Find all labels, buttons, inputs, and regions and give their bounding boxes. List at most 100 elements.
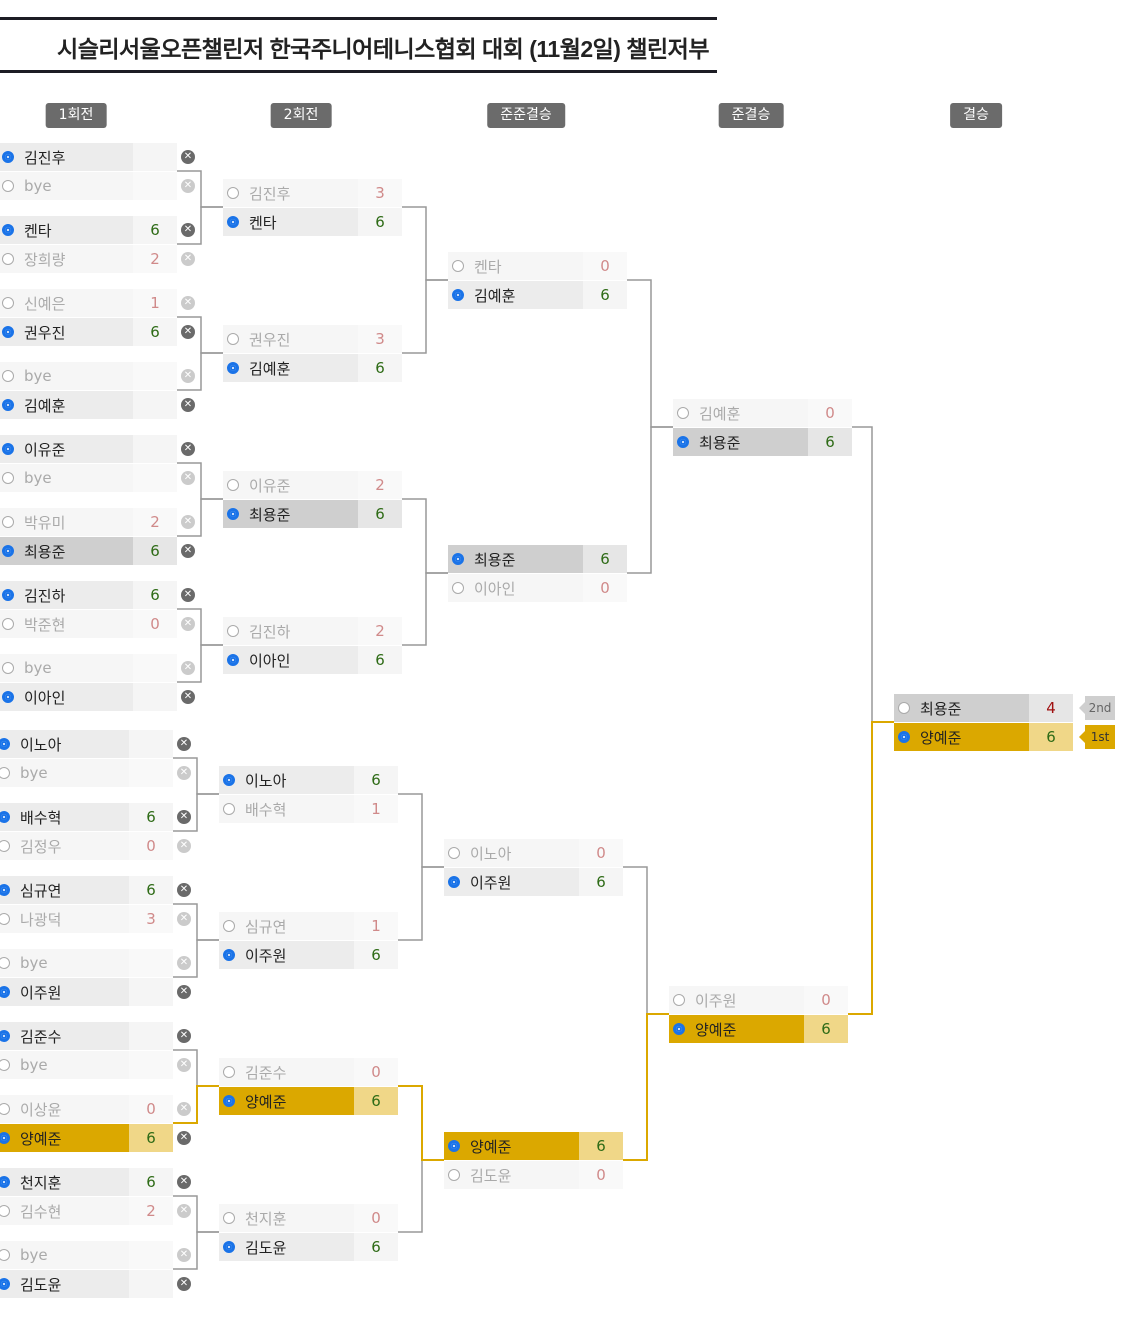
radio-checked-icon[interactable] (0, 884, 10, 896)
radio-checked-icon[interactable] (0, 811, 10, 823)
remove-icon[interactable]: ✕ (177, 1102, 191, 1116)
radio-unchecked-icon[interactable] (0, 1103, 10, 1115)
radio-checked-icon[interactable] (227, 654, 239, 666)
radio-unchecked-icon[interactable] (677, 407, 689, 419)
radio-unchecked-icon[interactable] (223, 1212, 235, 1224)
radio-checked-icon[interactable] (0, 1176, 10, 1188)
radio-unchecked-icon[interactable] (0, 1205, 10, 1217)
remove-icon[interactable]: ✕ (181, 150, 195, 164)
radio-checked-icon[interactable] (2, 589, 14, 601)
remove-icon[interactable]: ✕ (177, 766, 191, 780)
radio-checked-icon[interactable] (2, 691, 14, 703)
remove-icon[interactable]: ✕ (177, 1248, 191, 1262)
remove-icon[interactable]: ✕ (181, 544, 195, 558)
radio-checked-icon[interactable] (2, 443, 14, 455)
remove-icon[interactable]: ✕ (177, 883, 191, 897)
radio-checked-icon[interactable] (2, 224, 14, 236)
remove-icon[interactable]: ✕ (177, 985, 191, 999)
remove-icon[interactable]: ✕ (181, 179, 195, 193)
radio-unchecked-icon[interactable] (452, 582, 464, 594)
radio-unchecked-icon[interactable] (227, 333, 239, 345)
remove-icon[interactable]: ✕ (181, 252, 195, 266)
radio-unchecked-icon[interactable] (2, 297, 14, 309)
radio-unchecked-icon[interactable] (2, 516, 14, 528)
player-row[interactable]: bye (0, 654, 177, 682)
player-row[interactable]: 이노아 (0, 730, 173, 758)
remove-icon[interactable]: ✕ (181, 515, 195, 529)
radio-unchecked-icon[interactable] (448, 1169, 460, 1181)
player-row[interactable]: bye (0, 1051, 173, 1079)
radio-unchecked-icon[interactable] (2, 662, 14, 674)
radio-checked-icon[interactable] (2, 545, 14, 557)
radio-checked-icon[interactable] (448, 876, 460, 888)
radio-checked-icon[interactable] (223, 774, 235, 786)
remove-icon[interactable]: ✕ (181, 325, 195, 339)
radio-checked-icon[interactable] (223, 1241, 235, 1253)
remove-icon[interactable]: ✕ (181, 471, 195, 485)
remove-icon[interactable]: ✕ (181, 690, 195, 704)
player-row[interactable]: bye (0, 464, 177, 492)
radio-checked-icon[interactable] (2, 399, 14, 411)
radio-unchecked-icon[interactable] (223, 803, 235, 815)
radio-unchecked-icon[interactable] (0, 1059, 10, 1071)
remove-icon[interactable]: ✕ (177, 737, 191, 751)
radio-unchecked-icon[interactable] (452, 260, 464, 272)
radio-unchecked-icon[interactable] (0, 767, 10, 779)
radio-checked-icon[interactable] (0, 1278, 10, 1290)
radio-unchecked-icon[interactable] (2, 370, 14, 382)
remove-icon[interactable]: ✕ (177, 839, 191, 853)
radio-checked-icon[interactable] (0, 986, 10, 998)
player-row[interactable]: bye (0, 949, 173, 977)
radio-unchecked-icon[interactable] (673, 994, 685, 1006)
player-row[interactable]: 김도윤 (0, 1270, 173, 1298)
radio-checked-icon[interactable] (898, 731, 910, 743)
player-row[interactable]: 이주원 (0, 978, 173, 1006)
radio-checked-icon[interactable] (0, 1030, 10, 1042)
radio-unchecked-icon[interactable] (223, 1066, 235, 1078)
radio-checked-icon[interactable] (227, 362, 239, 374)
remove-icon[interactable]: ✕ (177, 1175, 191, 1189)
remove-icon[interactable]: ✕ (177, 1204, 191, 1218)
player-row[interactable]: bye (0, 362, 177, 390)
remove-icon[interactable]: ✕ (177, 1058, 191, 1072)
remove-icon[interactable]: ✕ (177, 1029, 191, 1043)
radio-checked-icon[interactable] (223, 1095, 235, 1107)
radio-unchecked-icon[interactable] (227, 625, 239, 637)
radio-checked-icon[interactable] (673, 1023, 685, 1035)
radio-checked-icon[interactable] (227, 508, 239, 520)
player-row[interactable]: bye (0, 172, 177, 200)
radio-unchecked-icon[interactable] (0, 957, 10, 969)
radio-checked-icon[interactable] (448, 1140, 460, 1152)
radio-checked-icon[interactable] (227, 216, 239, 228)
remove-icon[interactable]: ✕ (181, 398, 195, 412)
